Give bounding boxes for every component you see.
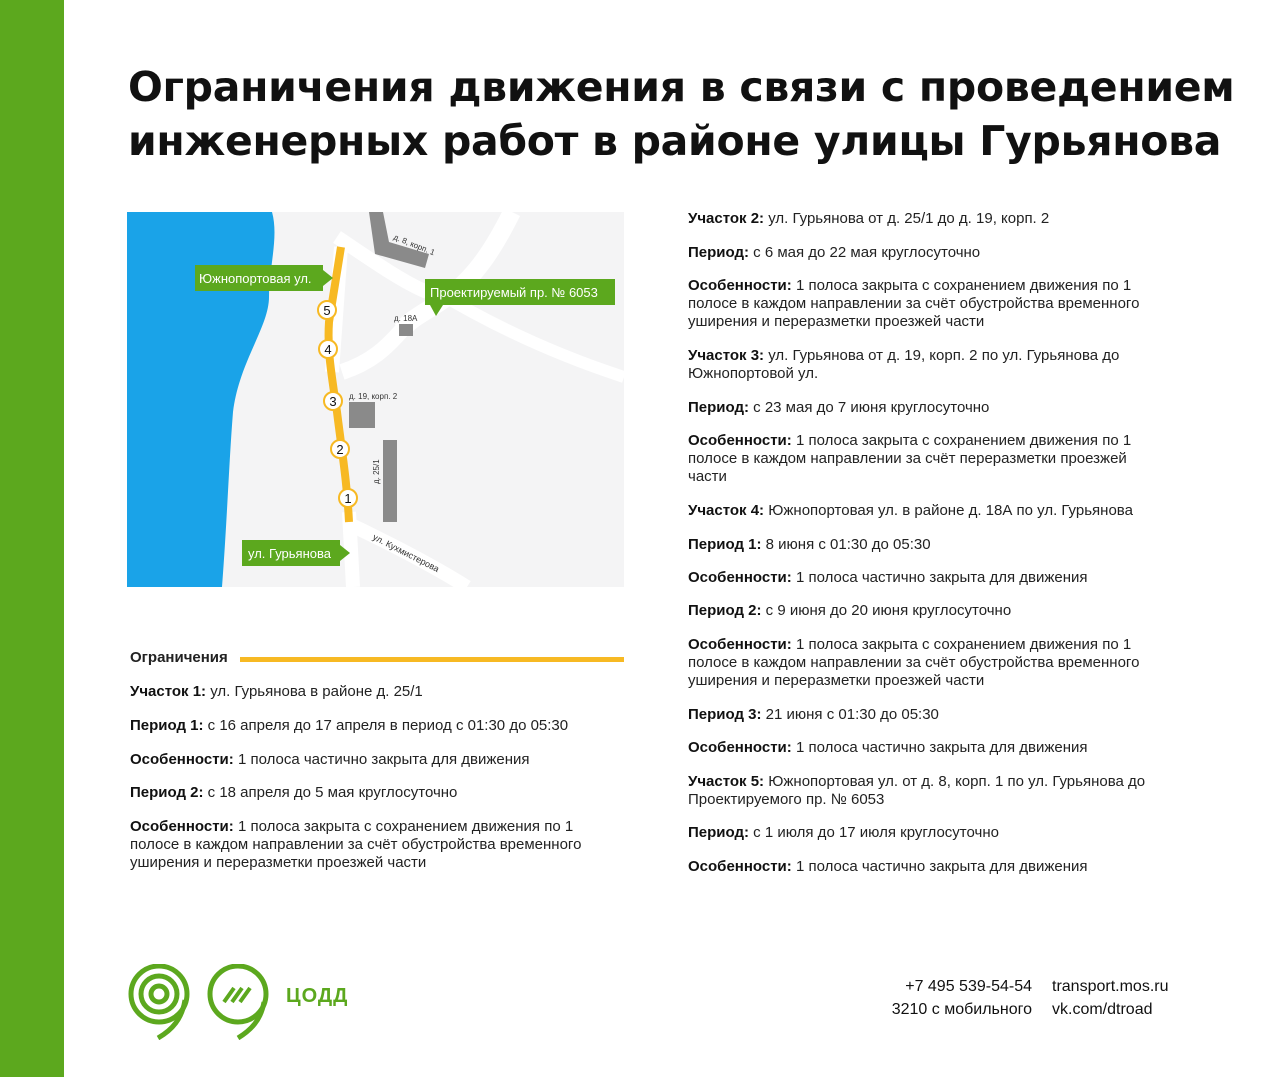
svg-text:2: 2 xyxy=(336,442,343,457)
info-block-right-13: Участок 5: Южнопортовая ул. от д. 8, кор… xyxy=(688,773,1146,808)
legend-restriction-line xyxy=(240,657,624,662)
svg-text:1: 1 xyxy=(344,491,351,506)
svg-text:4: 4 xyxy=(324,342,331,357)
tag-guryanova: ул. Гурьянова xyxy=(242,540,350,566)
map-canvas: д. 8, корп. 1 д. 18А д. 19, корп. 2 д. 2… xyxy=(127,212,624,587)
svg-text:5: 5 xyxy=(323,303,330,318)
info-block-left-1: Период 1: с 16 апреля до 17 апреля в пер… xyxy=(130,717,569,734)
info-block-left-4: Особенности: 1 полоса закрыта с сохранен… xyxy=(130,818,582,871)
section-marker-2: 2 xyxy=(330,439,350,459)
title-line-2: инженерных работ в районе улицы Гурьянов… xyxy=(128,117,1222,165)
info-block-right-4: Период: с 23 мая до 7 июня круглосуточно xyxy=(688,399,990,416)
page-title: Ограничения движения в связи с проведени… xyxy=(128,60,1235,168)
tag-guryanova-text: ул. Гурьянова xyxy=(248,546,332,561)
building-19 xyxy=(349,402,375,428)
info-block-left-2: Особенности: 1 полоса частично закрыта д… xyxy=(130,751,530,768)
codd-wordmark: ЦОДД xyxy=(286,985,349,1007)
building-25 xyxy=(383,440,397,522)
info-block-right-10: Особенности: 1 полоса закрыта с сохранен… xyxy=(688,636,1140,689)
city-logo-icon xyxy=(128,964,190,1040)
tag-projected: Проектируемый пр. № 6053 xyxy=(425,279,615,316)
title-line-1: Ограничения движения в связи с проведени… xyxy=(128,63,1235,111)
info-block-right-5: Особенности: 1 полоса закрыта с сохранен… xyxy=(688,432,1132,485)
info-block-right-2: Особенности: 1 полоса закрыта с сохранен… xyxy=(688,277,1140,330)
info-block-right-9: Период 2: с 9 июня до 20 июня круглосуто… xyxy=(688,602,1012,619)
info-block-right-14: Период: с 1 июля до 17 июля круглосуточн… xyxy=(688,824,999,841)
svg-text:3: 3 xyxy=(329,394,336,409)
tag-south-port: Южнопортовая ул. xyxy=(195,265,333,291)
info-block-right-6: Участок 4: Южнопортовая ул. в районе д. … xyxy=(688,502,1133,519)
info-block-right-1: Период: с 6 мая до 22 мая круглосуточно xyxy=(688,244,981,261)
info-block-right-15: Особенности: 1 полоса частично закрыта д… xyxy=(688,858,1088,875)
section-marker-3: 3 xyxy=(323,391,343,411)
road-right-lower xyxy=(339,324,408,380)
info-block-right-11: Период 3: 21 июня с 01:30 до 05:30 xyxy=(688,706,939,723)
road-guryanova-south xyxy=(342,511,360,587)
footer-site-link[interactable]: transport.mos.ru xyxy=(1052,978,1169,995)
tag-south-port-text: Южнопортовая ул. xyxy=(199,271,312,286)
info-block-right-7: Период 1: 8 июня с 01:30 до 05:30 xyxy=(688,536,931,553)
codd-logo-icon xyxy=(207,964,269,1040)
footer-contacts: +7 495 539-54-54 3210 с мобильного xyxy=(820,975,1032,1021)
tag-projected-text: Проектируемый пр. № 6053 xyxy=(430,285,598,300)
river-water xyxy=(127,212,275,587)
building-18a xyxy=(399,324,413,336)
section-marker-4: 4 xyxy=(318,339,338,359)
road-upper-link xyxy=(333,231,430,299)
info-block-right-12: Особенности: 1 полоса частично закрыта д… xyxy=(688,739,1088,756)
info-block-right-0: Участок 2: ул. Гурьянова от д. 25/1 до д… xyxy=(688,210,1050,227)
footer-phone[interactable]: +7 495 539-54-54 xyxy=(905,978,1032,995)
section-marker-5: 5 xyxy=(317,300,337,320)
legend-label: Ограничения xyxy=(130,649,228,666)
building-8 xyxy=(369,212,429,268)
route-map: д. 8, корп. 1 д. 18А д. 19, корп. 2 д. 2… xyxy=(127,212,624,587)
road-right-upper xyxy=(394,212,521,336)
map-legend: Ограничения xyxy=(130,649,624,669)
map-label-b18a: д. 18А xyxy=(394,314,418,323)
info-block-right-3: Участок 3: ул. Гурьянова от д. 19, корп.… xyxy=(688,347,1120,382)
brand-stripe xyxy=(0,0,64,1077)
info-block-right-8: Особенности: 1 полоса частично закрыта д… xyxy=(688,569,1088,586)
footer-links: transport.mos.ru vk.com/dtroad xyxy=(1052,975,1168,1021)
info-block-left-0: Участок 1: ул. Гурьянова в районе д. 25/… xyxy=(130,683,423,700)
map-label-b19: д. 19, корп. 2 xyxy=(349,392,398,401)
footer-phone-note: 3210 с мобильного xyxy=(891,1001,1032,1018)
info-block-left-3: Период 2: с 18 апреля до 5 мая круглосут… xyxy=(130,784,458,801)
section-marker-1: 1 xyxy=(338,488,358,508)
road-kukhmisterova xyxy=(346,517,471,587)
map-label-kukhmisterova: ул. Кухмистерова xyxy=(371,532,441,574)
map-label-b25: д. 25/1 xyxy=(372,459,381,484)
footer-vk-link[interactable]: vk.com/dtroad xyxy=(1052,1001,1153,1018)
